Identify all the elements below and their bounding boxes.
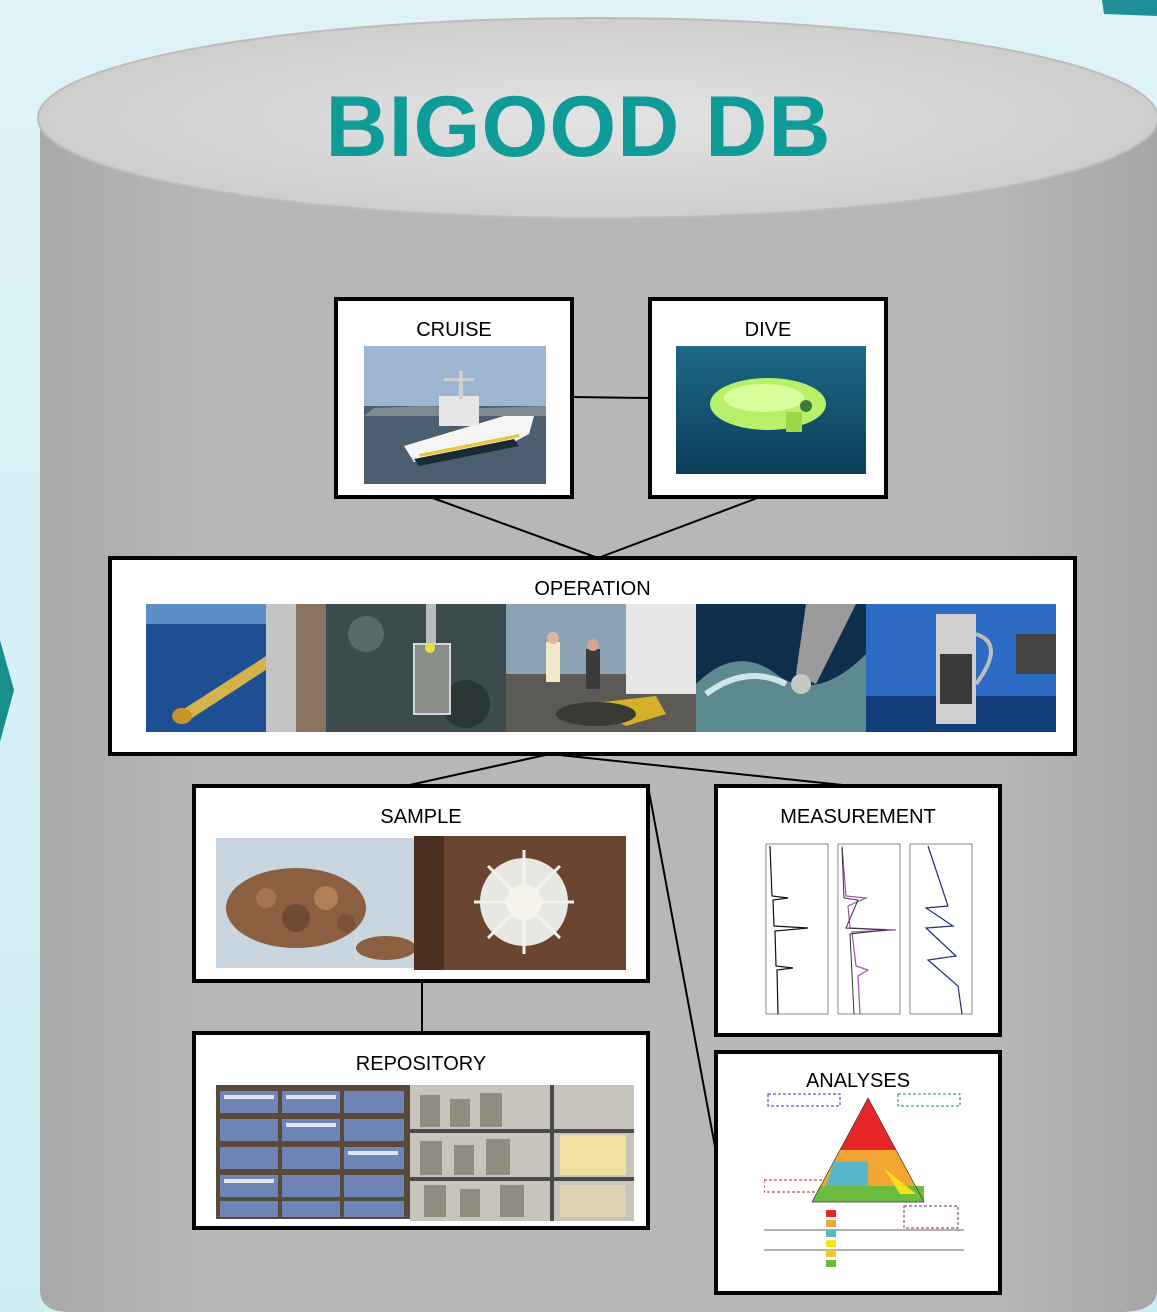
seafloor-sampler-photo: [326, 604, 506, 732]
cylinder-top: [38, 18, 1157, 218]
analyses-label: ANALYSES: [805, 1070, 911, 1092]
sea-anemone-photo: [414, 836, 626, 970]
measurement-label: MEASUREMENT: [780, 806, 936, 828]
connector-operation-sample: [404, 753, 551, 787]
connector-sample-analyses: [647, 785, 719, 1164]
cpt-profile-plot: [748, 836, 988, 1026]
connector-cruise-dive: [571, 396, 651, 399]
diagram-title: BIGOOD DB: [325, 79, 832, 175]
rock-samples-photo: [216, 838, 414, 968]
deck-crew-photo: [506, 604, 696, 732]
dive-label: DIVE: [744, 319, 792, 341]
measurement-node: MEASUREMENT: [714, 784, 1002, 1037]
connector-operation-measurement: [549, 753, 853, 787]
repository-node: REPOSITORY: [192, 1031, 650, 1230]
dive-node: DIVE: [648, 297, 888, 499]
connector-lines: [404, 396, 853, 1164]
repository-label: REPOSITORY: [355, 1053, 487, 1075]
research-vessel-photo: [364, 346, 546, 484]
corer-deployment-photo: [146, 604, 326, 732]
operation-label: OPERATION: [534, 578, 651, 600]
connector-cruise-operation: [429, 496, 599, 559]
submersible-underwater-photo: [676, 346, 866, 474]
sample-node: SAMPLE: [192, 784, 650, 983]
cruise-node: CRUISE: [334, 297, 574, 499]
left-arrow-shape: [0, 640, 14, 742]
core-storage-shelves-photo: [216, 1085, 410, 1219]
sample-label: SAMPLE: [380, 806, 462, 828]
cruise-label: CRUISE: [416, 319, 492, 341]
analyses-node: ANALYSES: [714, 1050, 1002, 1295]
specimen-jars-photo: [410, 1085, 634, 1221]
connector-dive-operation: [597, 496, 761, 559]
sediment-ternary-diagram: [764, 1090, 964, 1280]
corner-accent: [1102, 0, 1157, 16]
rov-arm-photo: [696, 604, 866, 732]
lander-photo: [866, 604, 1056, 732]
operation-node: OPERATION: [108, 556, 1077, 756]
